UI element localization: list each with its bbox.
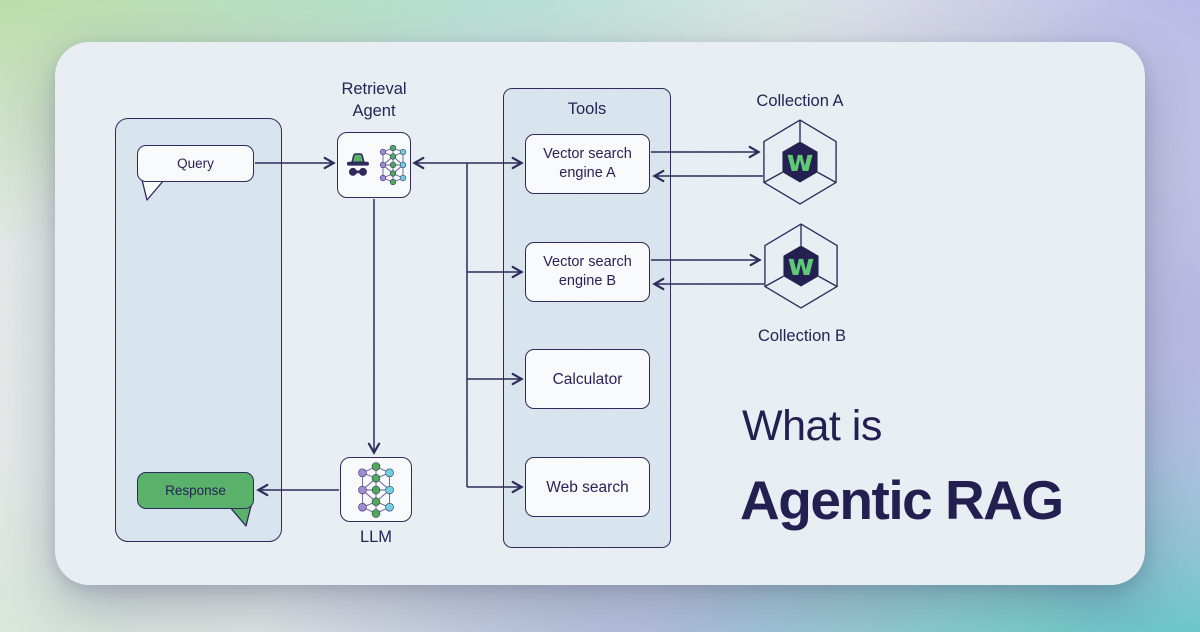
retrieval-agent-label: Retrieval Agent (341, 80, 407, 120)
query-bubble-tail (141, 180, 165, 201)
llm-box (340, 457, 412, 522)
query-bubble: Query (137, 145, 254, 182)
title-what-is: What is (742, 402, 882, 450)
response-bubble-tail (228, 506, 252, 527)
response-label: Response (165, 483, 226, 498)
tools-title: Tools (567, 100, 607, 118)
incognito-icon (346, 153, 369, 176)
query-label: Query (177, 156, 214, 171)
weaviate-mark: w (787, 248, 814, 282)
tool-box-web-search: Web search (525, 457, 650, 517)
collection-a-icon: w (763, 119, 837, 205)
retrieval-agent-box (337, 132, 411, 198)
collection-b-label: Collection B (757, 327, 847, 345)
llm-label: LLM (359, 528, 393, 546)
llm-network-icon (358, 461, 394, 518)
collection-a-label: Collection A (756, 92, 844, 110)
response-bubble: Response (137, 472, 254, 509)
agent-network-icon (379, 144, 406, 186)
collection-b-icon: w (764, 223, 838, 309)
title-agentic-rag: Agentic RAG (740, 469, 1064, 531)
weaviate-mark: w (786, 144, 813, 178)
tool-box-calculator: Calculator (525, 349, 650, 409)
